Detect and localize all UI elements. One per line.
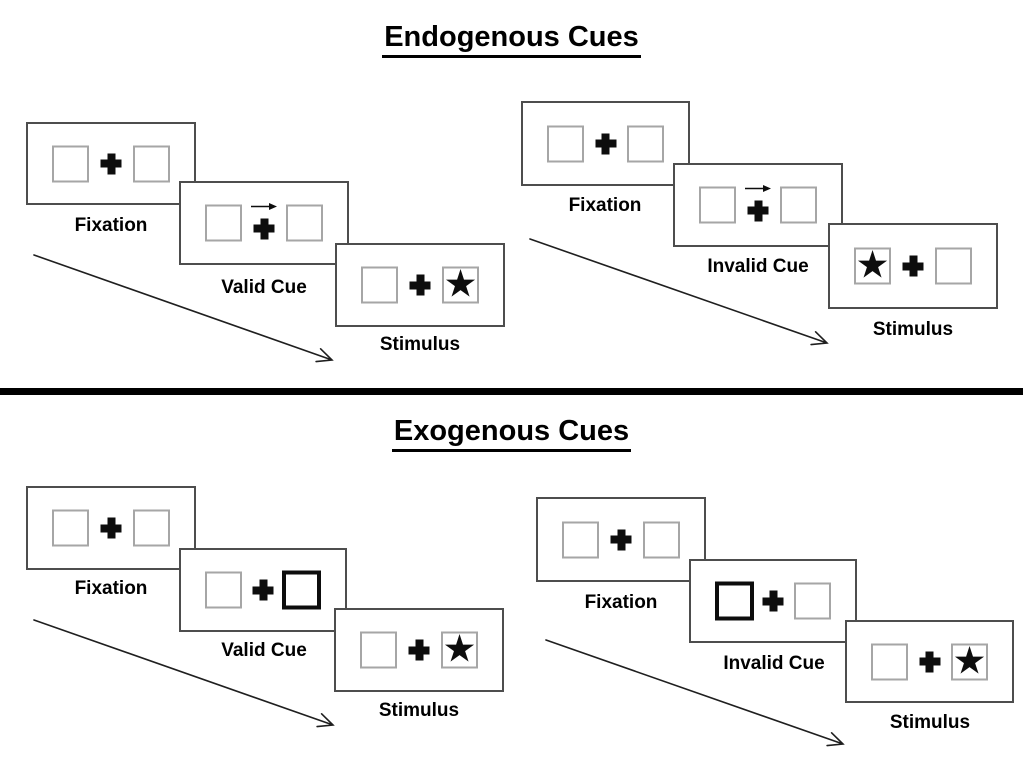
cue-arrow-right-icon [745,185,771,192]
panel-stimulus: ★ [335,243,505,327]
label-fixation: Fixation [74,215,148,236]
right-box [133,509,170,547]
fixation-cross-icon [919,651,940,672]
fixation-cross-icon [253,580,274,601]
left-box [52,509,89,547]
star-stimulus-icon: ★ [855,242,890,287]
label-stimulus: Stimulus [379,334,461,355]
left-box [360,631,397,669]
label-fixation: Fixation [74,578,148,599]
panel-fixation [26,122,196,205]
label-valid-cue: Valid Cue [221,640,307,661]
label-invalid-cue: Invalid Cue [707,256,809,277]
panel-invalid-cue [673,163,843,247]
left-box [52,145,89,182]
panel-fixation [521,101,690,186]
peripheral-cue-box [715,581,754,621]
panel-stimulus: ★ [828,223,998,309]
left-box [205,571,242,609]
star-stimulus-icon: ★ [442,626,477,671]
fixation-cross-icon [903,256,924,277]
fixation-cross-icon [101,153,122,174]
left-box [699,186,736,224]
left-box [871,643,908,680]
left-box [361,266,398,304]
right-box: ★ [441,626,478,671]
panel-stimulus: ★ [845,620,1014,703]
peripheral-cue-box [282,570,321,610]
section-title-exogenous: Exogenous Cues [0,414,1023,452]
label-fixation: Fixation [584,592,658,613]
fixation-cross-icon [101,518,122,539]
fixation-cross-icon [254,218,275,239]
timeline-arrow-exogenous-valid [33,619,335,728]
label-stimulus: Stimulus [889,712,971,733]
left-box: ★ [854,242,891,287]
right-box [286,204,323,242]
right-box: ★ [442,261,479,306]
section-title-endogenous-text: Endogenous Cues [382,20,641,58]
fixation-cross-icon [748,200,769,221]
right-box [780,186,817,224]
section-divider [0,388,1023,395]
label-stimulus: Stimulus [872,319,954,340]
label-valid-cue: Valid Cue [221,277,307,298]
panel-stimulus: ★ [334,608,504,692]
panel-valid-cue [179,181,349,265]
label-invalid-cue: Invalid Cue [723,653,825,674]
left-box [547,125,584,162]
right-box [935,247,972,285]
star-stimulus-icon: ★ [443,261,478,306]
label-stimulus: Stimulus [378,700,460,721]
right-box [794,582,831,620]
fixation-cross-icon [595,133,616,154]
right-box [627,125,664,162]
panel-valid-cue [179,548,347,632]
left-box [562,521,599,558]
timeline-arrow-endogenous-invalid [529,238,829,346]
fixation-cross-icon [409,640,430,661]
fixation-cross-icon [611,529,632,550]
panel-fixation [26,486,196,570]
cue-arrow-right-icon [251,203,277,210]
right-box: ★ [951,638,988,682]
panel-invalid-cue [689,559,857,643]
fixation-cross-icon [410,275,431,296]
fixation-cross-icon [763,591,784,612]
left-box [205,204,242,242]
right-box [133,145,170,182]
star-stimulus-icon: ★ [952,638,987,682]
right-box [643,521,680,558]
panel-fixation [536,497,706,582]
timeline-arrow-endogenous-valid [33,254,334,363]
label-fixation: Fixation [568,195,642,216]
section-title-endogenous: Endogenous Cues [0,20,1023,58]
section-title-exogenous-text: Exogenous Cues [391,414,632,452]
